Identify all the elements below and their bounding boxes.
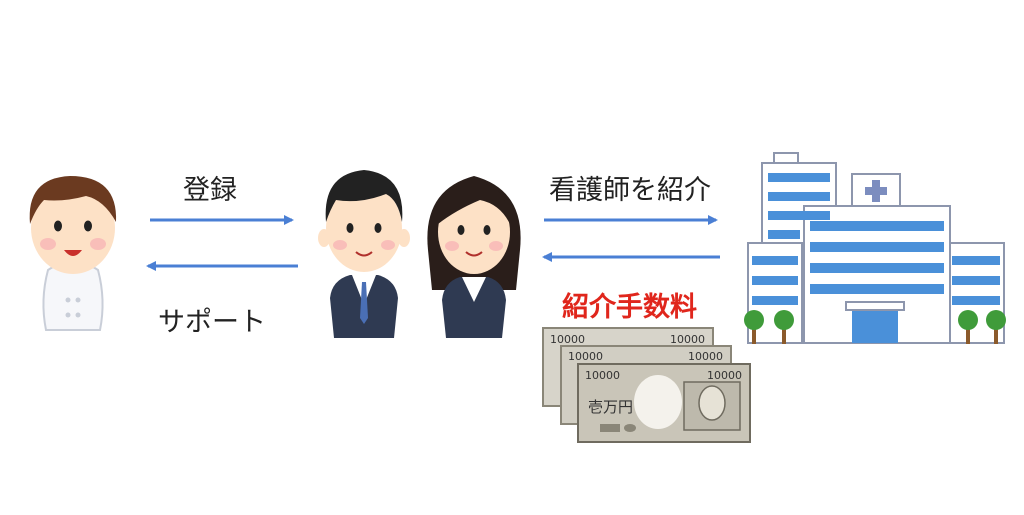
banknote-kanji: 壱万円 bbox=[588, 398, 633, 416]
banknote-front-value-right: 10000 bbox=[707, 369, 742, 382]
fee-label: 紹介手数料 bbox=[562, 292, 697, 323]
banknote-back-value-right: 10000 bbox=[670, 333, 705, 346]
banknote-front: 10000 10000 壱万円 bbox=[577, 363, 751, 443]
hospital-icon bbox=[744, 152, 1006, 344]
banknote-stack-icon: 10000 10000 10000 10000 10000 10000 壱万円 bbox=[542, 327, 751, 443]
banknote-back-value: 10000 bbox=[550, 333, 585, 346]
female-staff-icon bbox=[427, 176, 521, 338]
banknote-middle-value: 10000 bbox=[568, 350, 603, 363]
introduce-label: 看護師を紹介 bbox=[549, 175, 711, 206]
register-label: 登録 bbox=[183, 175, 237, 206]
support-label: サポート bbox=[158, 307, 266, 338]
banknote-middle-value-right: 10000 bbox=[688, 350, 723, 363]
banknote-front-value: 10000 bbox=[585, 369, 620, 382]
nurse-icon bbox=[29, 176, 117, 331]
male-staff-icon bbox=[318, 170, 410, 338]
